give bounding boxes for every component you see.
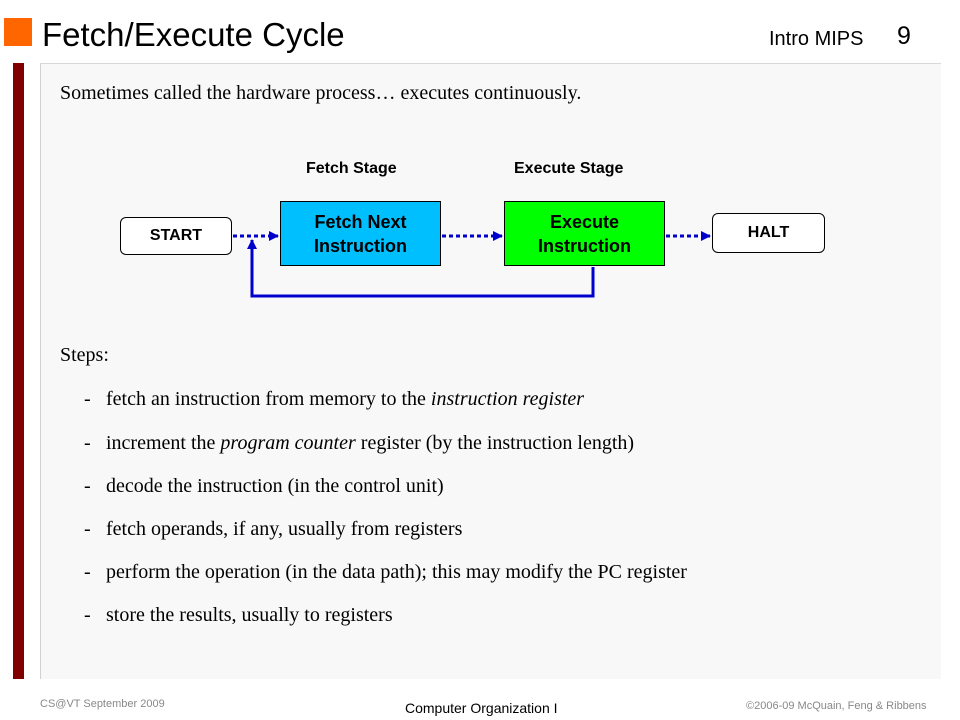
- execute-box-line1: Execute: [549, 211, 620, 232]
- step-text: store the results, usually to registers: [106, 604, 393, 626]
- step-emphasis: instruction register: [430, 388, 585, 410]
- step-text: perform the operation (in the data path)…: [106, 561, 687, 583]
- steps-heading: Steps:: [60, 344, 109, 366]
- step-dash: -: [84, 604, 91, 626]
- course-label: Intro MIPS: [769, 28, 864, 50]
- left-accent-bar: [13, 63, 24, 679]
- fetch-next-instruction-box: Fetch Next Instruction: [280, 201, 441, 266]
- halt-label: HALT: [747, 224, 790, 241]
- start-label: START: [149, 227, 203, 244]
- footer-copyright: ©2006-09 McQuain, Feng & Ribbens: [746, 700, 927, 712]
- footer-date: CS@VT September 2009: [40, 698, 165, 710]
- execute-stage-label: Execute Stage: [514, 160, 624, 177]
- slide-title: Fetch/Execute Cycle: [42, 16, 345, 53]
- execute-instruction-box: Execute Instruction: [504, 201, 665, 266]
- loop-back-arrow: [247, 239, 595, 298]
- step-item: -fetch an instruction from memory to the…: [84, 388, 584, 411]
- step-item: -perform the operation (in the data path…: [84, 561, 687, 584]
- halt-box: HALT: [712, 213, 825, 253]
- step-emphasis: program counter: [220, 432, 356, 454]
- step-item: -fetch operands, if any, usually from re…: [84, 518, 462, 541]
- step-dash: -: [84, 518, 91, 540]
- footer-course: Computer Organization I: [405, 700, 558, 716]
- step-dash: -: [84, 561, 91, 583]
- step-dash: -: [84, 475, 91, 497]
- step-text: increment the: [106, 432, 221, 454]
- step-item: -store the results, usually to registers: [84, 604, 393, 627]
- step-item: -increment the program counter register …: [84, 432, 634, 455]
- step-text: decode the instruction (in the control u…: [106, 475, 444, 497]
- page-number: 9: [897, 22, 911, 50]
- execute-box-line2: Instruction: [538, 235, 631, 256]
- step-text: fetch operands, if any, usually from reg…: [106, 518, 463, 540]
- step-dash: -: [84, 388, 91, 410]
- step-text: fetch an instruction from memory to the: [106, 388, 431, 410]
- step-item: -decode the instruction (in the control …: [84, 475, 444, 498]
- content-panel: [40, 63, 941, 679]
- start-box: START: [120, 217, 232, 255]
- step-text-post: register (by the instruction length): [355, 432, 635, 454]
- fetch-stage-label: Fetch Stage: [306, 160, 397, 177]
- fetch-box-line1: Fetch Next: [314, 211, 407, 232]
- intro-text: Sometimes called the hardware process… e…: [60, 82, 582, 104]
- title-accent-square: [4, 18, 32, 46]
- fetch-box-line2: Instruction: [314, 235, 407, 256]
- step-dash: -: [84, 432, 91, 454]
